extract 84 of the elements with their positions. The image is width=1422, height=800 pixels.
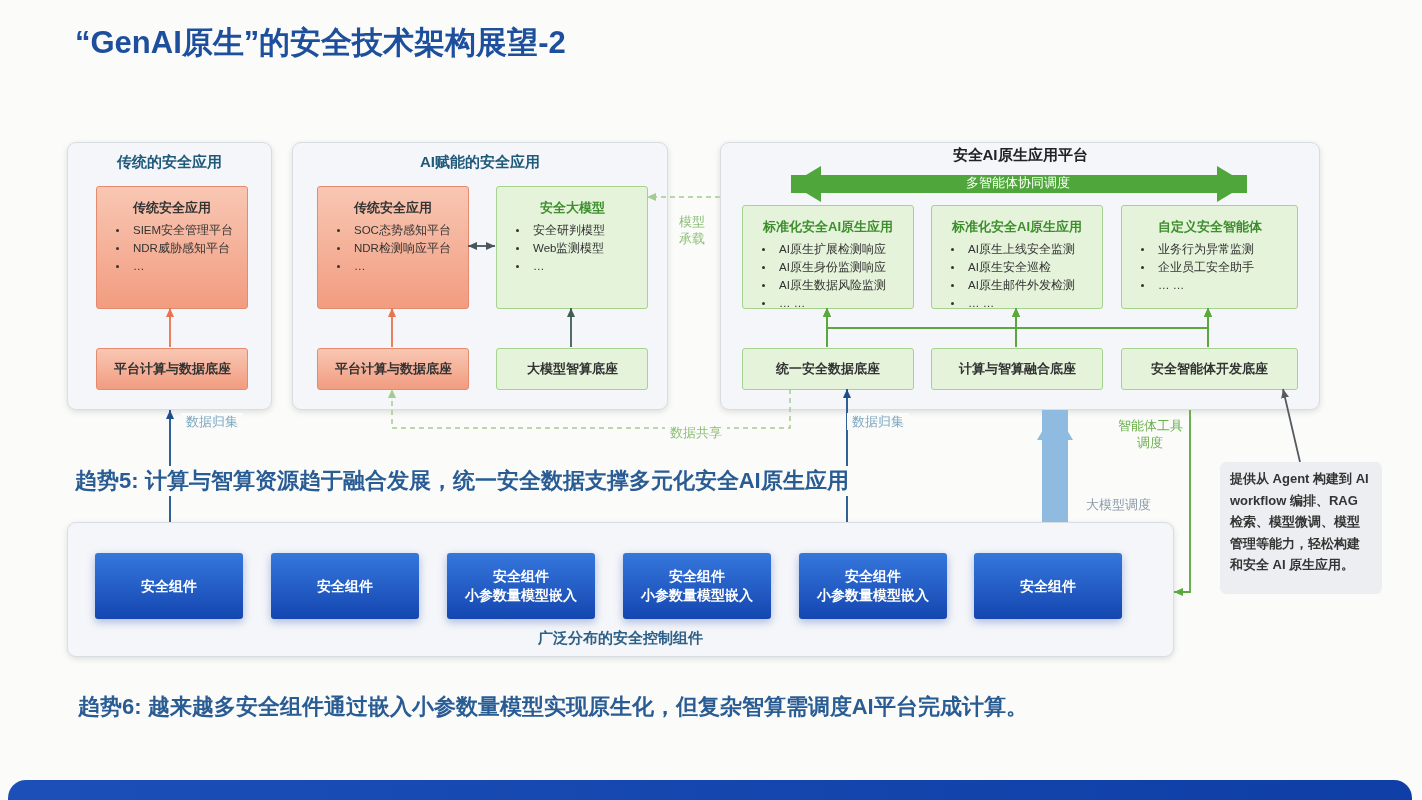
panel-heading: AI赋能的安全应用	[419, 153, 541, 172]
component-box	[623, 553, 771, 619]
list-item: NDR检测响应平台	[354, 242, 451, 254]
app-card	[742, 205, 914, 309]
block-arrow	[791, 166, 1247, 202]
card-heading: 标准化安全AI原生应用	[762, 218, 894, 236]
list-item: AI原生安全巡检	[968, 261, 1051, 273]
list-item: AI原生邮件外发检测	[968, 279, 1075, 291]
card-heading: 传统安全应用	[352, 199, 433, 217]
card-heading: 自定义安全智能体	[1156, 218, 1263, 236]
list-item: 企业员工安全助手	[1158, 261, 1254, 273]
platform-box	[317, 348, 469, 390]
leader-line	[1281, 388, 1301, 463]
list-item: SIEM安全管理平台	[133, 224, 234, 236]
edge-label: 数据共享	[665, 424, 727, 441]
platform-box	[496, 348, 648, 390]
list-item: … …	[1158, 279, 1185, 291]
panel	[67, 522, 1174, 657]
edge-label: 智能体工具调度	[1117, 417, 1183, 451]
panel-heading: 安全AI原生应用平台	[951, 146, 1089, 165]
list-item: … …	[968, 297, 995, 309]
platform-box	[1121, 348, 1298, 390]
component-box	[974, 553, 1122, 619]
box-label: 平台计算与数据底座	[113, 360, 231, 378]
component-label: 安全组件	[669, 567, 725, 586]
list-item: 业务行为异常监测	[1158, 243, 1254, 255]
list-item: NDR威胁感知平台	[133, 242, 230, 254]
component-box	[799, 553, 947, 619]
box-label: 平台计算与数据底座	[334, 360, 452, 378]
arrow	[1204, 307, 1212, 348]
list-item: Web监测模型	[533, 242, 605, 254]
panel	[67, 142, 272, 410]
list-item: AI原生身份监测响应	[779, 261, 886, 273]
platform-box	[931, 348, 1103, 390]
list-item: AI原生扩展检测响应	[779, 243, 886, 255]
component-sublabel: 小参数量模型嵌入	[465, 586, 577, 605]
card-heading: 安全大模型	[538, 199, 606, 217]
list-item: …	[354, 260, 366, 272]
component-sublabel: 小参数量模型嵌入	[817, 586, 929, 605]
component-label: 安全组件	[141, 576, 197, 596]
list-item: AI原生数据风险监测	[779, 279, 886, 291]
app-card	[931, 205, 1103, 309]
list-item: 安全研判模型	[533, 224, 605, 236]
arrow	[166, 307, 174, 348]
app-card	[1121, 205, 1298, 309]
panel	[720, 142, 1320, 410]
list-item: … …	[779, 297, 806, 309]
note-box	[1220, 462, 1382, 594]
app-card	[96, 186, 248, 309]
box-label: 计算与智算融合底座	[958, 360, 1076, 378]
box-label: 安全智能体开发底座	[1151, 360, 1268, 378]
app-card	[317, 186, 469, 309]
list-item: AI原生上线安全监测	[968, 243, 1075, 255]
component-label: 安全组件	[845, 567, 901, 586]
block-arrow	[1037, 410, 1073, 522]
arrow	[388, 307, 396, 348]
component-box	[95, 553, 243, 619]
box-label: 大模型智算底座	[526, 360, 618, 378]
panel	[292, 142, 668, 410]
component-box	[447, 553, 595, 619]
panel-heading: 传统的安全应用	[115, 153, 223, 172]
arrow	[1173, 409, 1191, 596]
component-label: 安全组件	[1020, 576, 1076, 596]
list-item: SOC态势感知平台	[354, 224, 451, 236]
platform-box	[742, 348, 914, 390]
component-sublabel: 小参数量模型嵌入	[641, 586, 753, 605]
card-heading: 标准化安全AI原生应用	[951, 218, 1083, 236]
title: “GenAI原生”的安全技术架构展望-2	[75, 24, 566, 62]
card-heading: 传统安全应用	[131, 199, 212, 217]
arrow	[467, 242, 496, 250]
list-item: …	[533, 260, 545, 272]
component-label: 安全组件	[493, 567, 549, 586]
component-box	[271, 553, 419, 619]
platform-box	[96, 348, 248, 390]
arrow	[388, 388, 791, 429]
app-card	[496, 186, 648, 309]
arrow	[646, 193, 721, 201]
component-label: 安全组件	[317, 576, 373, 596]
box-label: 统一安全数据底座	[776, 360, 880, 378]
note-text: 提供从 Agent 构建到 AI workflow 编排、RAG 检索、模型微调、模型管理等能力，轻松构建和安全 AI 原生应用。	[1230, 470, 1370, 574]
panel-heading: 广泛分布的安全控制组件	[537, 629, 704, 648]
trend-heading: 趋势5: 计算与智算资源趋于融合发展，统一安全数据支撑多元化安全AI原生应用	[75, 466, 849, 496]
arrow	[567, 307, 575, 348]
list-item: …	[133, 260, 145, 272]
